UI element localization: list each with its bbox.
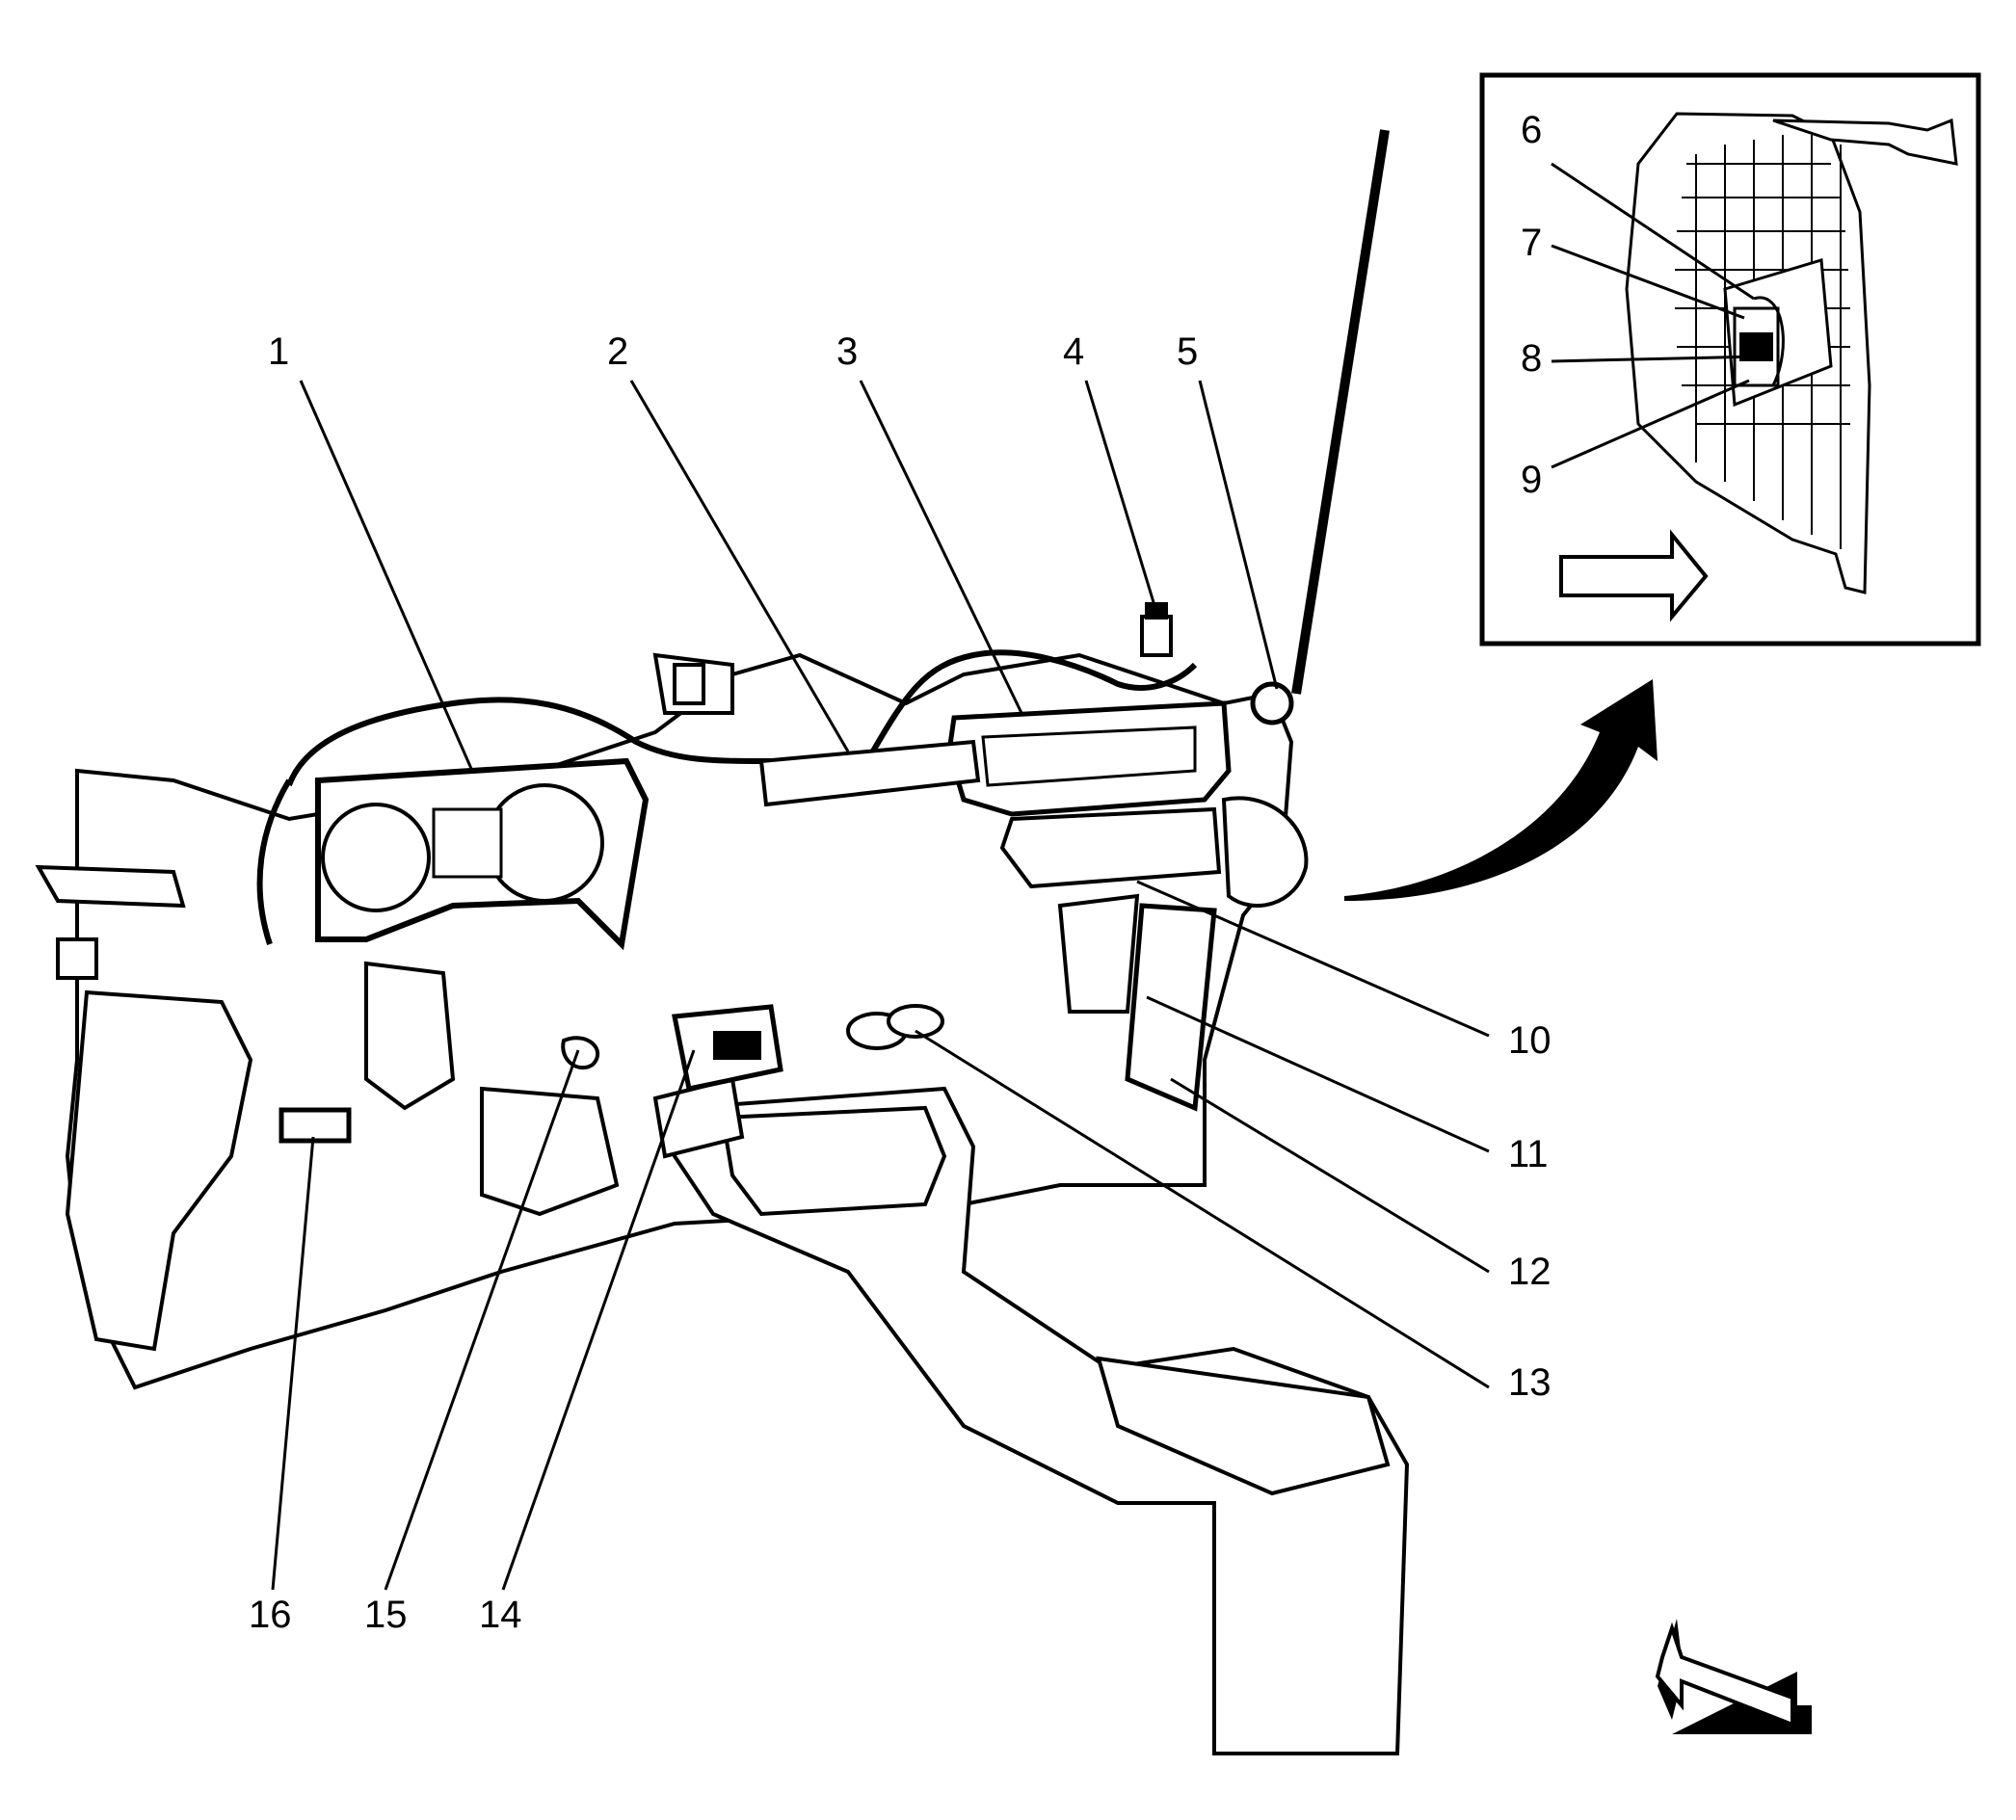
antenna-mast: [1291, 129, 1390, 695]
fuse-block: [672, 1004, 783, 1092]
center-bracket: [758, 739, 981, 807]
connector-13b: [887, 1004, 944, 1039]
callout-8: 8: [1521, 337, 1543, 380]
data-link-connector: [279, 1107, 352, 1144]
view-direction-arrow: [1655, 1619, 1812, 1734]
instrument-cluster: [315, 757, 650, 951]
callout-6: 6: [1521, 109, 1543, 151]
callout-10: 10: [1508, 1019, 1552, 1062]
callout-4: 4: [1063, 330, 1085, 373]
grommet: [1140, 602, 1173, 657]
callout-7: 7: [1521, 222, 1543, 264]
view-direction-arrow-inset: [1559, 529, 1709, 622]
leader-lines: [271, 162, 1760, 1591]
inset-detail: [1479, 72, 1981, 646]
callout-11: 11: [1508, 1133, 1549, 1175]
callout-2: 2: [607, 330, 629, 373]
speaker-assembly: [1221, 796, 1309, 908]
wiring-harness: [256, 649, 1198, 945]
antenna-connector: [1250, 681, 1294, 725]
side-switch: [56, 937, 98, 980]
callout-13: 13: [1508, 1361, 1552, 1404]
callout-16: 16: [249, 1594, 292, 1636]
callout-15: 15: [364, 1594, 408, 1636]
callout-9: 9: [1521, 459, 1543, 501]
callout-5: 5: [1177, 330, 1199, 373]
center-console: [652, 1076, 1410, 1755]
detail-pointer-arrow: [1344, 679, 1658, 901]
callout-3: 3: [836, 330, 859, 373]
callout-1: 1: [268, 330, 290, 373]
accelerator-sensor: [561, 1036, 600, 1070]
callout-14: 14: [479, 1594, 522, 1636]
callout-12: 12: [1508, 1251, 1552, 1293]
radio-module: [946, 700, 1232, 889]
